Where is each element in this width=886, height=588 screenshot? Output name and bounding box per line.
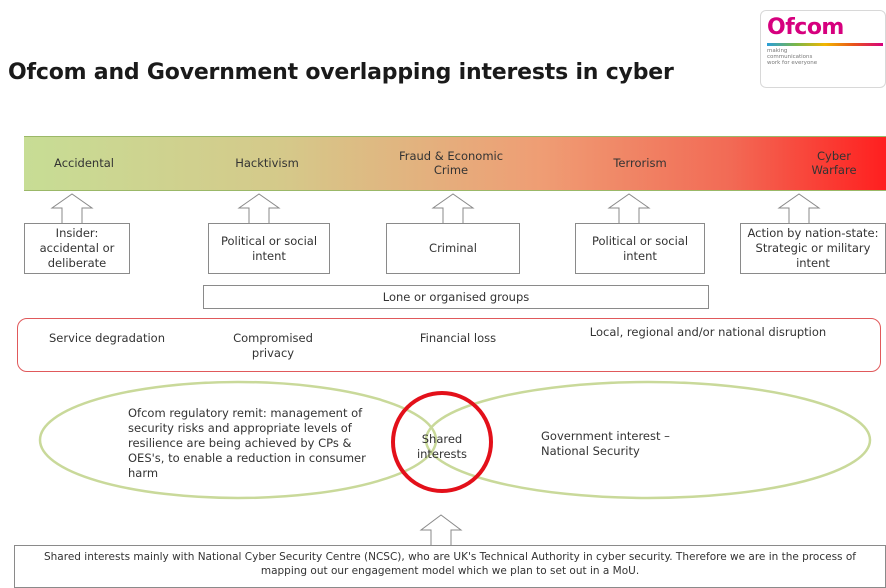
ncsc-note: Shared interests mainly with National Cy…: [14, 545, 886, 588]
threat-spectrum-bar: Accidental Hacktivism Fraud & Economic C…: [24, 136, 886, 191]
bottom-arrow: [419, 514, 463, 545]
impact-financial-loss: Financial loss: [419, 331, 497, 345]
threat-fraud: Fraud & Economic Crime: [398, 149, 504, 177]
actor-insider: Insider: accidental or deliberate: [24, 223, 130, 274]
actor-political-2: Political or social intent: [575, 223, 705, 274]
threat-accidental: Accidental: [54, 156, 114, 170]
up-arrow-icon: [50, 193, 94, 223]
actor-arrows: [50, 193, 821, 223]
threat-terrorism: Terrorism: [613, 156, 667, 170]
actor-criminal: Criminal: [386, 223, 520, 274]
venn-diagram: [38, 380, 872, 500]
logo-wordmark: Ofcom: [767, 15, 844, 40]
impact-service-degradation: Service degradation: [49, 331, 165, 345]
venn-ofcom-remit: Ofcom regulatory remit: management of se…: [128, 406, 366, 480]
up-arrow-icon: [419, 514, 463, 545]
logo-color-bar: [767, 43, 883, 46]
actor-political-1: Political or social intent: [208, 223, 330, 274]
government-interest-ellipse: [424, 380, 872, 500]
threat-hacktivism: Hacktivism: [235, 156, 299, 170]
logo-tagline: making communications work for everyone: [767, 48, 818, 66]
shared-interests-circle: [391, 391, 493, 493]
impact-disruption: Local, regional and/or national disrupti…: [589, 325, 827, 339]
ofcom-logo: Ofcom making communications work for eve…: [760, 10, 886, 88]
venn-shared-interests: Shared interests: [416, 432, 468, 461]
groups-box: Lone or organised groups: [203, 285, 709, 309]
up-arrow-icon: [607, 193, 651, 223]
impact-compromised-privacy: Compromised privacy: [233, 331, 313, 360]
up-arrow-icon: [777, 193, 821, 223]
threat-cyber-warfare: Cyber Warfare: [811, 149, 857, 177]
venn-government-interest: Government interest – National Security: [541, 429, 670, 458]
ofcom-remit-ellipse: [38, 380, 438, 500]
impact-box: Service degradation Compromised privacy …: [17, 318, 881, 372]
actor-nation-state: Action by nation-state: Strategic or mil…: [740, 223, 886, 274]
up-arrow-icon: [237, 193, 281, 223]
page-title: Ofcom and Government overlapping interes…: [8, 60, 674, 85]
up-arrow-icon: [431, 193, 475, 223]
